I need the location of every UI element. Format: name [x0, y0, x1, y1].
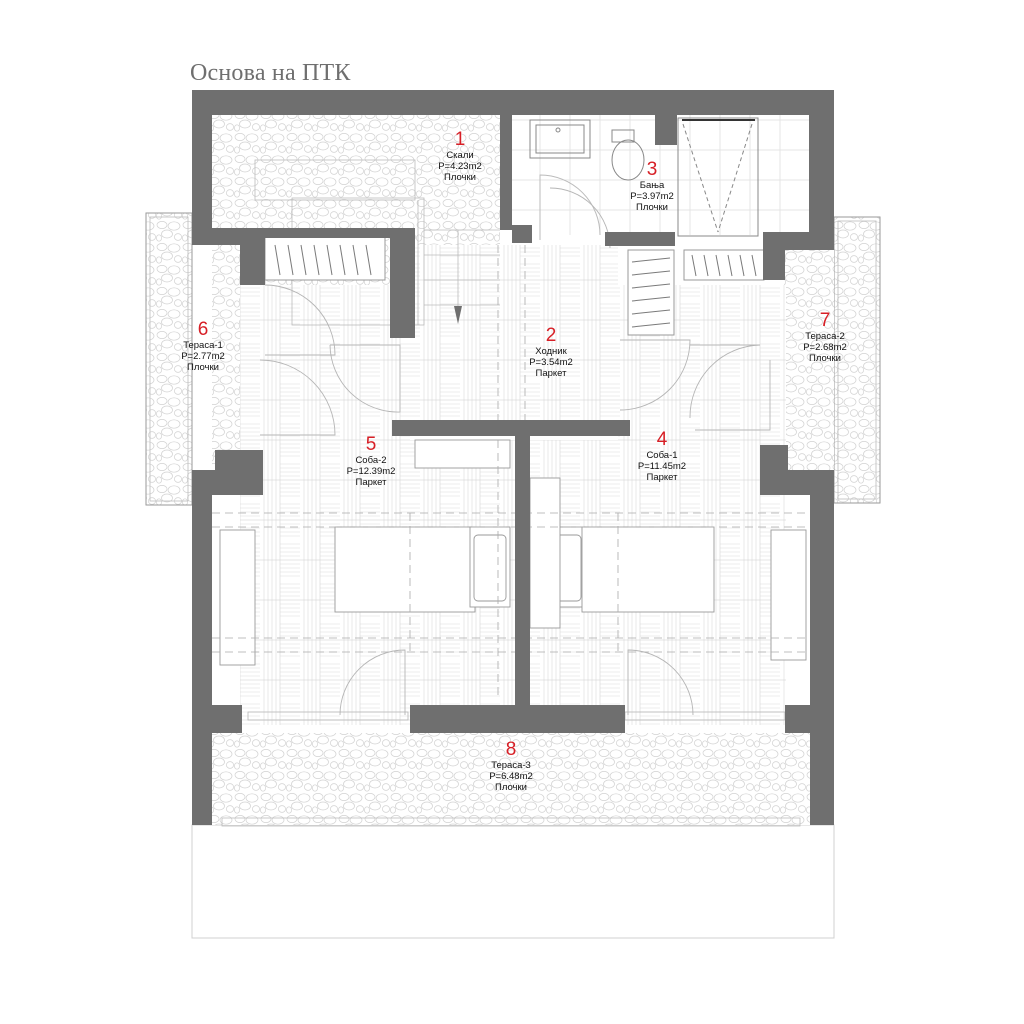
room-label-room-2: 5 Соба-2 P=12.39m2 Паркет [346, 434, 396, 489]
room-1-floor-b [618, 285, 786, 725]
room-number: 5 [365, 434, 377, 455]
walls [192, 90, 834, 825]
room-name: Тераса-3 [491, 760, 531, 771]
room-area: P=4.23m2 [438, 161, 482, 172]
room-floor: Плочки [636, 202, 668, 213]
terrace-1-inner [212, 245, 240, 490]
room-number: 3 [646, 159, 658, 180]
room-number: 1 [454, 129, 466, 150]
room-label-terrace-2: 7 Тераса-2 P=2.68m2 Плочки [803, 310, 847, 365]
room-label-room-1: 4 Соба-1 P=11.45m2 Паркет [637, 429, 687, 484]
room-number: 2 [545, 325, 557, 346]
room-name: Ходник [535, 346, 567, 357]
room-area: P=6.48m2 [489, 771, 533, 782]
room-floor: Паркет [535, 368, 567, 379]
room-area: P=2.68m2 [803, 342, 847, 353]
room-number: 4 [656, 429, 668, 450]
room-floor: Паркет [646, 472, 678, 483]
room-name: Тераса-2 [805, 331, 845, 342]
room-label-bathroom: 3 Бања P=3.97m2 Плочки [630, 159, 674, 214]
terrace-1-floor [145, 212, 193, 506]
room-floor: Плочки [495, 782, 527, 793]
room-floor: Плочки [809, 353, 841, 364]
room-label-terrace-1: 6 Тераса-1 P=2.77m2 Плочки [181, 319, 225, 374]
room-area: P=2.77m2 [181, 351, 225, 362]
room-number: 8 [505, 739, 517, 760]
room-number: 6 [197, 319, 209, 340]
room-label-stairs: 1 Скали P=4.23m2 Плочки [438, 129, 482, 184]
room-label-terrace-3: 8 Тераса-3 P=6.48m2 Плочки [489, 739, 533, 794]
terrace-3-floor [212, 733, 810, 825]
plan-title: Основа на ПТК [190, 60, 351, 86]
room-name: Соба-2 [355, 455, 387, 466]
room-floor: Плочки [444, 172, 476, 183]
room-label-corridor: 2 Ходник P=3.54m2 Паркет [529, 325, 573, 380]
room-name: Скали [446, 150, 474, 161]
room-2-floor [240, 285, 410, 725]
corridor-floor [404, 245, 618, 423]
room-floor: Паркет [355, 477, 387, 488]
terrace-2-floor [833, 216, 881, 504]
room-area: P=3.97m2 [630, 191, 674, 202]
room-name: Тераса-1 [183, 340, 223, 351]
room-area: P=12.39m2 [346, 466, 396, 477]
room-area: P=11.45m2 [637, 461, 687, 472]
room-number: 7 [819, 310, 831, 331]
room-floor: Плочки [187, 362, 219, 373]
room-area: P=3.54m2 [529, 357, 573, 368]
room-name: Бања [639, 180, 665, 191]
room-name: Соба-1 [646, 450, 678, 461]
